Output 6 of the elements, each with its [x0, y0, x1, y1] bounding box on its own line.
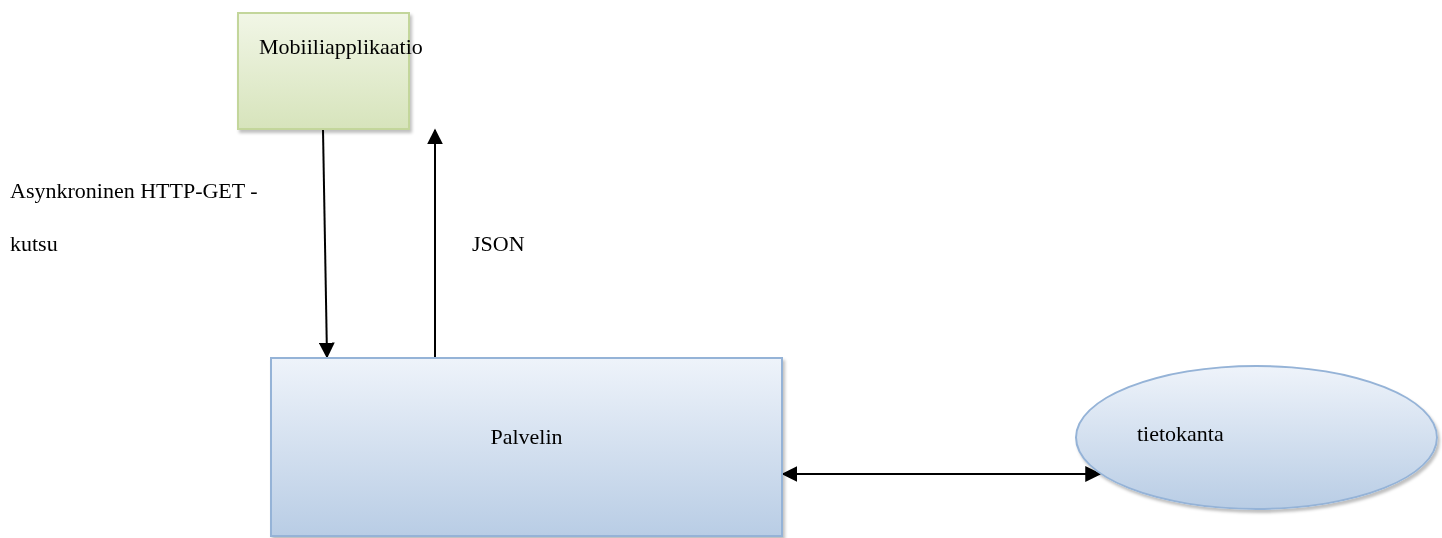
node-label: Mobiiliapplikaatio	[259, 33, 423, 61]
node-label: Palvelin	[490, 422, 563, 451]
arrow	[427, 128, 443, 358]
arrow	[318, 129, 335, 359]
process-box	[270, 357, 783, 537]
node-label: tietokanta	[1137, 420, 1224, 448]
